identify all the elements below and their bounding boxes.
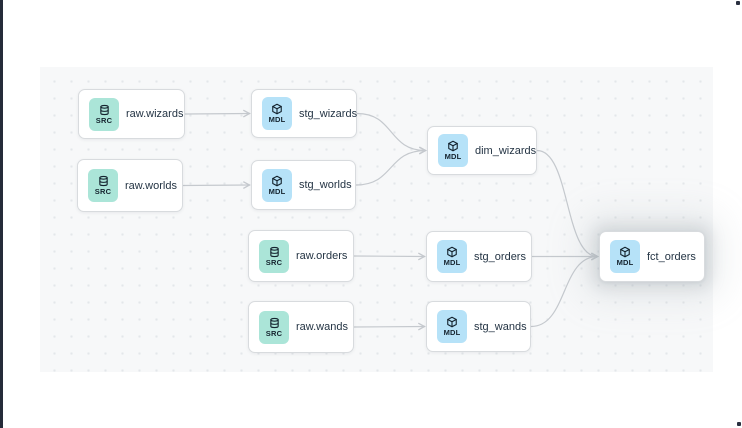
node-name: stg_worlds: [299, 179, 352, 191]
cube-icon: [272, 175, 282, 187]
node-kind-badge: SRC: [259, 239, 289, 273]
node-kind-label: MDL: [616, 258, 634, 268]
cube-icon: [620, 246, 630, 258]
edge: [356, 112, 427, 155]
node-kind-badge: MDL: [262, 97, 292, 130]
graph-node[interactable]: SRC raw.wizards: [78, 89, 185, 139]
graph-node[interactable]: SRC raw.orders: [248, 230, 354, 282]
database-icon: [99, 104, 109, 115]
node-name: stg_wands: [474, 320, 527, 333]
edge: [355, 146, 427, 186]
edge: [184, 109, 251, 118]
node-kind-badge: MDL: [438, 134, 468, 167]
window-edge-bar: [0, 0, 3, 428]
node-kind-label: MDL: [268, 115, 286, 125]
node-kind-label: SRC: [95, 115, 113, 125]
node-kind-badge: MDL: [610, 240, 640, 273]
graph-node[interactable]: MDL stg_wands: [426, 301, 531, 352]
node-name: raw.wizards: [126, 108, 184, 120]
node-name: stg_wizards: [299, 107, 358, 120]
cube-icon: [448, 140, 458, 152]
database-icon: [269, 317, 279, 328]
node-kind-label: MDL: [443, 328, 461, 338]
node-kind-label: SRC: [94, 187, 112, 197]
screen-artifact: [736, 1, 740, 5]
cube-icon: [447, 246, 457, 258]
node-kind-label: MDL: [443, 258, 461, 268]
edge: [353, 322, 426, 331]
node-kind-label: SRC: [265, 328, 283, 338]
database-icon: [269, 246, 279, 257]
node-kind-label: MDL: [444, 152, 462, 162]
node-name: fct_orders: [647, 250, 696, 263]
graph-node[interactable]: MDL dim_wizards: [427, 126, 537, 175]
graph-node[interactable]: SRC raw.worlds: [77, 159, 183, 212]
database-icon: [98, 176, 108, 187]
node-kind-badge: MDL: [437, 240, 467, 273]
cube-icon: [272, 103, 282, 115]
node-kind-badge: SRC: [88, 169, 118, 202]
node-name: stg_orders: [474, 250, 526, 263]
node-kind-label: SRC: [265, 257, 283, 267]
node-kind-badge: SRC: [259, 310, 289, 344]
graph-node[interactable]: MDL stg_wizards: [251, 89, 357, 138]
edge: [182, 181, 251, 190]
node-kind-label: MDL: [268, 186, 286, 196]
graph-node[interactable]: MDL fct_orders: [599, 231, 705, 282]
node-name: raw.worlds: [125, 179, 177, 192]
cube-icon: [447, 316, 457, 328]
screen-artifact: [737, 422, 741, 426]
node-name: raw.wands: [296, 321, 348, 333]
edge: [530, 252, 599, 328]
lineage-canvas[interactable]: SRC raw.wizards MDL stg_wizards SRC raw.…: [40, 67, 713, 372]
node-kind-badge: MDL: [437, 310, 467, 343]
edge: [353, 252, 426, 261]
graph-node[interactable]: MDL stg_worlds: [251, 160, 356, 210]
edges-layer: [182, 109, 599, 331]
edge: [536, 149, 599, 261]
node-kind-badge: SRC: [89, 97, 119, 131]
node-name: dim_wizards: [475, 144, 537, 157]
graph-node[interactable]: SRC raw.wands: [248, 301, 354, 353]
graph-node[interactable]: MDL stg_orders: [426, 231, 532, 282]
node-kind-badge: MDL: [262, 168, 292, 202]
node-name: raw.orders: [296, 250, 348, 262]
